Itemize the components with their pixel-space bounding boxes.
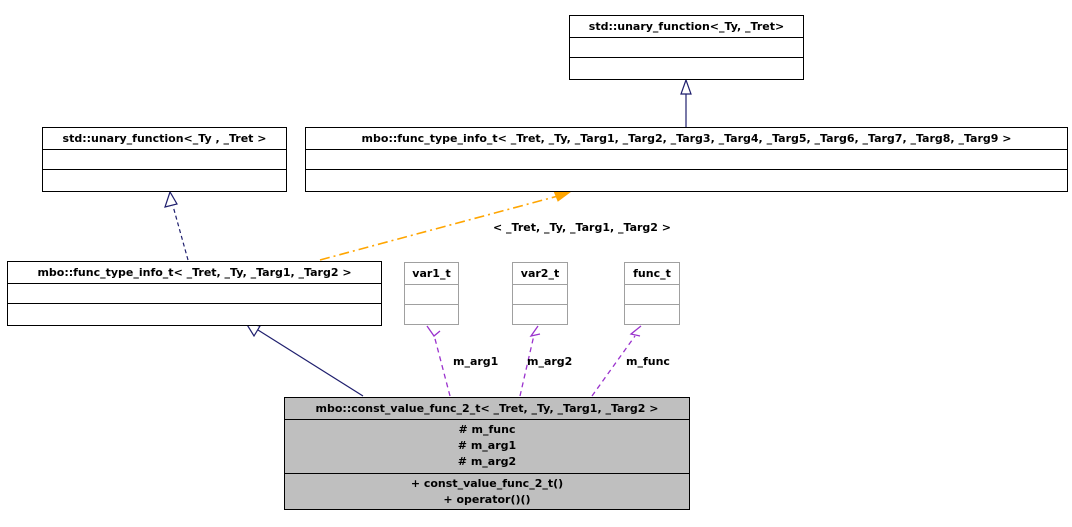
- class-name-std-unary-function-left: std::unary_function<_Ty , _Tret >: [62, 132, 267, 145]
- compartment-separator: [306, 169, 1067, 170]
- attribute-m-arg2: # m_arg2: [457, 455, 517, 468]
- operations-compartment: [405, 305, 458, 324]
- edge-inheritance-functypeinfo9-to-unaryfunction: [680, 78, 692, 127]
- operation-constructor: + const_value_func_2_t(): [410, 477, 564, 490]
- edge-label-template-binding: < _Tret, _Ty, _Targ1, _Targ2 >: [493, 221, 671, 234]
- attributes-compartment: [306, 150, 1067, 169]
- class-name-var1-t: var1_t: [412, 267, 451, 280]
- class-name-const-value-func-2-t: mbo::const_value_func_2_t< _Tret, _Ty, _…: [315, 402, 659, 415]
- class-box-std-unary-function-top[interactable]: std::unary_function<_Ty, _Tret>: [569, 15, 804, 80]
- operations-compartment: [306, 170, 1067, 189]
- class-box-var1-t[interactable]: var1_t: [404, 262, 459, 325]
- class-name-std-unary-function-top: std::unary_function<_Ty, _Tret>: [588, 20, 785, 33]
- compartment-separator: [8, 303, 381, 304]
- compartment-separator: [306, 149, 1067, 150]
- operation-call-operator: + operator()(): [443, 493, 531, 506]
- compartment-separator: [570, 37, 803, 38]
- operations-compartment: [570, 58, 803, 77]
- attributes-compartment: [8, 284, 381, 303]
- attributes-compartment: [570, 38, 803, 57]
- operations-compartment: [43, 170, 286, 189]
- compartment-separator: [625, 284, 679, 285]
- edge-usage-m-arg1: [426, 325, 451, 397]
- attribute-m-func: # m_func: [458, 423, 516, 436]
- class-box-const-value-func-2-t[interactable]: mbo::const_value_func_2_t< _Tret, _Ty, _…: [284, 397, 690, 510]
- operations-compartment: + const_value_func_2_t() + operator()(): [285, 474, 689, 511]
- class-box-std-unary-function-left[interactable]: std::unary_function<_Ty , _Tret >: [42, 127, 287, 192]
- edge-inheritance-constvaluefunc-to-functypeinfo2: [244, 322, 364, 397]
- edge-label-m-arg2: m_arg2: [527, 355, 573, 368]
- compartment-separator: [570, 57, 803, 58]
- compartment-separator: [513, 304, 567, 305]
- operations-compartment: [8, 304, 381, 323]
- class-name-var2-t: var2_t: [520, 267, 560, 280]
- attributes-compartment: [625, 285, 679, 304]
- operations-compartment: [625, 305, 679, 324]
- class-name-func-t: func_t: [633, 267, 671, 280]
- class-box-var2-t[interactable]: var2_t: [512, 262, 568, 325]
- class-box-func-t[interactable]: func_t: [624, 262, 680, 325]
- compartment-separator: [405, 304, 458, 305]
- compartment-separator: [513, 284, 567, 285]
- edge-label-m-func: m_func: [626, 355, 670, 368]
- compartment-separator: [285, 419, 689, 420]
- attributes-compartment: [43, 150, 286, 169]
- operations-compartment: [513, 305, 567, 324]
- class-box-func-type-info-t-9[interactable]: mbo::func_type_info_t< _Tret, _Ty, _Targ…: [305, 127, 1068, 192]
- attributes-compartment: # m_func # m_arg1 # m_arg2: [285, 420, 689, 473]
- edge-realization-functypeinfo2-to-unaryfunction-left: [164, 190, 189, 261]
- class-name-func-type-info-t-9: mbo::func_type_info_t< _Tret, _Ty, _Targ…: [361, 132, 1012, 145]
- class-box-func-type-info-t-2[interactable]: mbo::func_type_info_t< _Tret, _Ty, _Targ…: [7, 261, 382, 326]
- edge-label-m-arg1: m_arg1: [453, 355, 499, 368]
- compartment-separator: [625, 304, 679, 305]
- attributes-compartment: [405, 285, 458, 304]
- attributes-compartment: [513, 285, 567, 304]
- compartment-separator: [8, 283, 381, 284]
- class-name-func-type-info-t-2: mbo::func_type_info_t< _Tret, _Ty, _Targ…: [37, 266, 352, 279]
- attribute-m-arg1: # m_arg1: [457, 439, 517, 452]
- compartment-separator: [285, 473, 689, 474]
- compartment-separator: [405, 284, 458, 285]
- compartment-separator: [43, 169, 286, 170]
- compartment-separator: [43, 149, 286, 150]
